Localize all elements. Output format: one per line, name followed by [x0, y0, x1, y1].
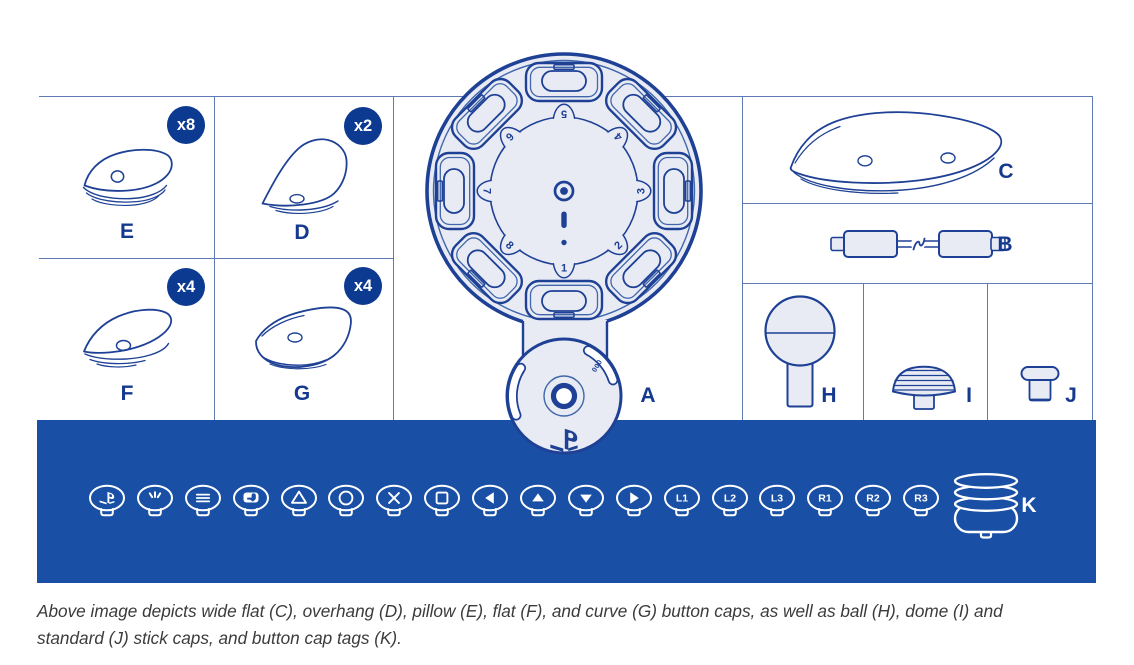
- tag-l1-icon: L1: [663, 484, 700, 517]
- grid-line: [863, 283, 864, 420]
- quantity-badge-g: x4: [344, 267, 382, 305]
- wide-flat-cap-icon: [789, 111, 1003, 194]
- grid-line: [393, 96, 394, 420]
- tag-r3-icon: R3: [903, 484, 940, 517]
- dome-stick-cap-icon: [892, 365, 956, 410]
- svg-text:3: 3: [635, 188, 647, 194]
- svg-text:R1: R1: [819, 493, 833, 505]
- usb-cable-icon: [830, 230, 1006, 258]
- quantity-badge-d: x2: [344, 107, 382, 145]
- tag-options-icon: [184, 484, 221, 517]
- grid-line: [742, 96, 743, 420]
- grid-line: [214, 96, 215, 420]
- tag-mic-mute-icon: [136, 484, 173, 517]
- pillow-cap-icon: [82, 148, 173, 206]
- tag-touchpad-icon: [232, 484, 269, 517]
- center-bar-icon: [561, 211, 567, 228]
- tag-r2-icon: R2: [855, 484, 892, 517]
- tag-cross-icon: [376, 484, 413, 517]
- part-label-f: F: [120, 382, 134, 405]
- center-dot-icon: [561, 239, 567, 246]
- caption: Above image depicts wide flat (C), overh…: [37, 598, 1122, 651]
- svg-text:L2: L2: [723, 493, 735, 505]
- grid-line: [987, 283, 988, 420]
- part-label-i: I: [966, 384, 972, 407]
- grid-line: [742, 283, 1092, 284]
- tag-stack-icon: [953, 473, 1019, 539]
- button-pod-5: 5: [524, 61, 604, 123]
- tag-r1-icon: R1: [807, 484, 844, 517]
- part-label-e: E: [119, 220, 135, 243]
- curve-cap-icon: [255, 306, 352, 370]
- quantity-badge-e: x8: [167, 106, 205, 144]
- tag-l2-icon: L2: [711, 484, 748, 517]
- svg-text:L1: L1: [676, 493, 688, 505]
- svg-text:1: 1: [561, 262, 567, 274]
- svg-text:R3: R3: [914, 493, 928, 505]
- access-controller-icon: 1 2 3: [425, 52, 703, 455]
- tag-triangle-icon: [280, 484, 317, 517]
- svg-text:L3: L3: [771, 493, 783, 505]
- quantity-badge-f: x4: [167, 268, 205, 306]
- svg-text:5: 5: [561, 108, 567, 120]
- flat-cap-icon: [83, 308, 173, 368]
- tag-l3-icon: L3: [759, 484, 796, 517]
- caption-line-1: Above image depicts wide flat (C), overh…: [37, 601, 1003, 621]
- overhang-cap-icon: [261, 138, 348, 215]
- part-label-c: C: [998, 160, 1014, 183]
- part-label-h: H: [821, 384, 837, 407]
- button-pod-4: 4: [604, 77, 678, 151]
- tag-dpad-up-icon: [520, 484, 557, 517]
- tag-ps-logo-icon: [89, 484, 125, 517]
- button-pod-1: 1: [524, 259, 604, 321]
- tag-square-icon: [424, 484, 461, 517]
- stick-module: 000: [505, 337, 623, 455]
- grid-line: [1092, 96, 1093, 420]
- part-label-g: G: [293, 382, 311, 405]
- part-label-d: D: [294, 221, 310, 244]
- tag-dpad-left-icon: [472, 484, 509, 517]
- center-ring-icon: [553, 180, 575, 202]
- button-pod-2: 2: [604, 231, 678, 305]
- tag-circle-icon: [328, 484, 365, 517]
- button-pod-8: 8: [450, 231, 524, 305]
- svg-text:R2: R2: [867, 493, 881, 505]
- tag-dpad-right-icon: [615, 484, 652, 517]
- stick-socket-icon: [550, 382, 578, 410]
- grid-line: [39, 258, 393, 259]
- button-pod-7: 7: [434, 151, 496, 231]
- part-label-j: J: [1065, 384, 1077, 407]
- button-pod-6: 6: [450, 77, 524, 151]
- caption-line-2: standard (J) stick caps, and button cap …: [37, 627, 402, 648]
- button-cap-tag-row: L1 L2 L3 R1 R2 R3: [87, 482, 941, 522]
- ball-stick-cap-icon: [764, 295, 836, 408]
- part-label-b: B: [997, 233, 1013, 256]
- tag-dpad-down-icon: [567, 484, 604, 517]
- part-label-a: A: [640, 384, 656, 407]
- svg-text:7: 7: [481, 188, 493, 194]
- part-label-k: K: [1021, 494, 1037, 517]
- standard-stick-cap-icon: [1020, 366, 1060, 402]
- button-pod-3: 3: [632, 151, 694, 231]
- grid-line: [742, 203, 1092, 204]
